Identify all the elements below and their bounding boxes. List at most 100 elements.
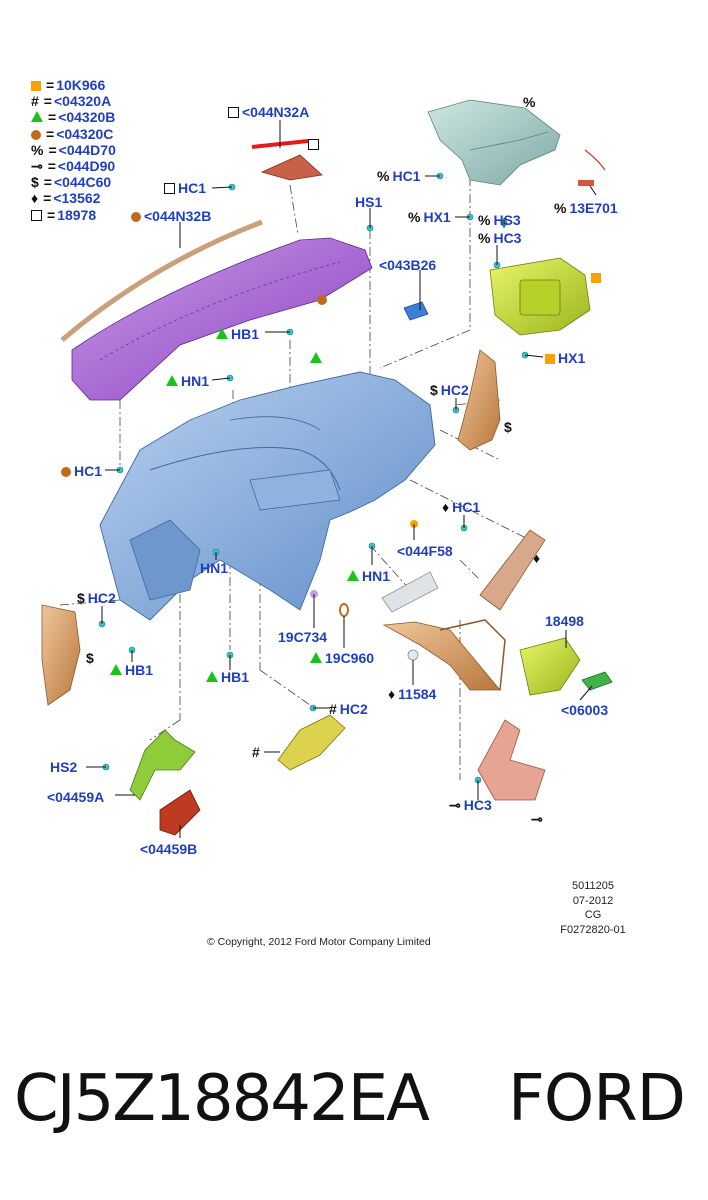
callout-text: HC2 [87,590,116,606]
legend-row: =<04320C [31,126,116,142]
callout-19C960: 19C960 [310,650,374,666]
left-side-panel [41,604,81,706]
callout-06003: <06003 [561,702,608,718]
open-square-icon [228,107,239,118]
callout-043B26: <043B26 [379,257,436,273]
orange-square-icon [545,354,555,364]
dollar-symbol: $ [77,590,85,606]
callout-clip: ⊸ [531,811,546,827]
lower-bracket [129,729,196,801]
callout-text: 18498 [545,613,584,629]
callout-pct-13E701: %13E701 [554,200,618,216]
drawing-meta: 5011205 07-2012 CG F0272820-01 [556,879,630,937]
callout-04459B: <04459B [140,841,197,857]
green-triangle-icon [310,352,322,363]
callout-text: HN1 [200,560,229,576]
dollar-symbol: $ [86,650,94,666]
legend-code: 18978 [57,206,97,223]
callout-hash: # [252,744,263,760]
callout-hc1-brown: HC1 [61,463,102,479]
callout-text: HC1 [452,499,481,515]
green-triangle-icon [166,375,178,386]
callout-044N32B: <044N32B [131,208,211,224]
brown-dot-icon [61,467,71,477]
callout-hb1-top: HB1 [216,326,259,342]
callout-percent-top: % [523,94,538,110]
meta-id: 5011205 [571,880,614,892]
callout-text: HN1 [181,373,210,389]
hash-symbol: # [329,701,337,717]
callout-text: HC2 [339,701,368,717]
callout-hs2: HS2 [50,759,77,775]
dollar-symbol: $ [31,174,39,191]
callout-19C734: 19C734 [278,629,327,645]
callout-orange-square [591,269,604,285]
green-triangle-icon [347,570,359,581]
callout-diamond: ♦ [533,550,543,566]
meta-date: 07-2012 [572,894,614,907]
callout-text: HC1 [392,168,421,184]
orange-square-icon [31,81,41,91]
exploded-dashboard-diagram [41,99,613,838]
callout-text: HC3 [463,797,492,813]
callout-text: HX1 [558,350,586,366]
clip-icon: ⊸ [31,158,43,175]
legend-code: <04320A [53,93,112,110]
diamond-icon: ♦ [533,550,541,566]
brand-name: FORD [508,1062,686,1136]
sensor-part [578,149,606,186]
part-number: CJ5Z18842EA [14,1062,430,1136]
callout-hb1-mid: HB1 [206,669,249,685]
legend-code: <044D70 [58,141,116,158]
hash-symbol: # [252,744,260,760]
callout-text: <044F58 [397,543,453,559]
callout-hn1-mid: HN1 [347,568,390,584]
percent-symbol: % [31,141,44,158]
console-trim-strip [479,529,546,611]
callout-text: <044N32A [242,104,310,120]
legend-code: <13562 [53,190,101,207]
callout-text: HC1 [178,180,207,196]
callout-text: HC3 [493,230,522,246]
callout-hb1-left: HB1 [110,662,153,678]
dollar-symbol: $ [430,382,438,398]
legend-row: =<04320B [31,109,116,125]
meta-figure: F0272820-01 [560,923,626,936]
legend-row: $=<044C60 [31,174,112,191]
grommet-marker [339,603,349,617]
callout-text: <04459B [140,841,198,857]
callout-text: <043B26 [379,257,437,273]
diamond-icon: ♦ [31,190,39,207]
callout-hc2-left: $HC2 [77,590,116,606]
brown-dot-icon [131,212,141,222]
instrument-panel-top-cover [71,237,373,401]
console-finish-panel [382,621,501,691]
callout-text: HB1 [125,662,154,678]
callout-text: <04459A [47,789,105,805]
callout-text: HN1 [362,568,391,584]
callout-text: HB1 [221,669,250,685]
percent-symbol: % [523,94,536,110]
control-bezel [519,637,581,696]
module-bracket [403,301,429,321]
clip-icon: ⊸ [449,797,461,813]
end-cap-panel [260,154,323,181]
callout-hs1: HS1 [355,194,382,210]
switch-panel [581,671,613,691]
callout-hc2-bottom: #HC2 [329,701,368,717]
diamond-icon: ♦ [388,686,396,702]
callout-text: <06003 [561,702,609,718]
green-triangle-icon [216,328,228,339]
legend-code: 10K966 [56,77,106,93]
percent-symbol: % [478,230,491,246]
callout-text: HS3 [493,212,521,228]
diamond-icon: ♦ [442,499,450,515]
open-square-icon [308,139,319,150]
callout-dollar: $ [504,419,515,435]
knee-bolster-bracket [277,714,346,771]
callout-text: <044N32B [144,208,212,224]
callout-hn1-lower: HN1 [200,560,228,576]
callout-leaders [86,120,597,838]
legend-code: <044C60 [53,174,112,191]
upper-cover-panel [427,99,561,186]
